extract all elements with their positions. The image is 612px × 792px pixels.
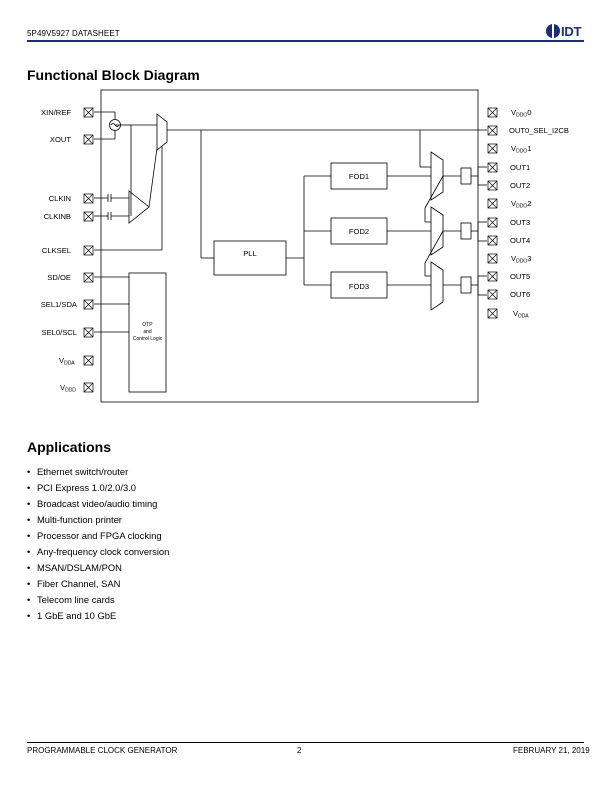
pin-vddo1 [487,143,498,154]
pin-label: OUT4 [510,236,530,245]
fod3-label: FOD3 [349,282,369,291]
pin-vddo0 [487,107,498,118]
document-id: 5P49V5927 DATASHEET [27,29,120,38]
diagram-title: Functional Block Diagram [27,67,200,83]
pin-label: VDDA [513,309,529,320]
output-divider-2 [460,222,472,240]
pin-label: VDDO3 [511,254,531,265]
pin-out5 [487,271,498,282]
output-mux-2-icon [430,206,444,256]
applications-list: Ethernet switch/router PCI Express 1.0/2… [27,464,169,624]
list-item: Fiber Channel, SAN [27,576,169,592]
pin-vdda-left [83,355,94,366]
otp-control-logic-block [128,272,167,393]
pin-label: SD/OE [47,273,71,282]
pin-label: VDDO1 [511,144,531,155]
pin-out3 [487,217,498,228]
pin-out0-sel-i2cb [487,125,498,136]
header-rule [27,40,584,42]
pin-out4 [487,235,498,246]
pin-sel0-scl [83,327,94,338]
pin-label: OUT1 [510,163,530,172]
output-mux-3-icon [430,261,444,311]
idt-logo-icon [546,24,560,38]
pin-label: OUT2 [510,181,530,190]
pin-label: XOUT [50,135,71,144]
pin-vddd [83,382,94,393]
applications-title: Applications [27,439,112,455]
otp-label: Control Logic [133,336,163,342]
pin-label: OUT6 [510,290,530,299]
list-item: Any-frequency clock conversion [27,544,169,560]
pin-label: CLKSEL [42,246,71,255]
list-item: PCI Express 1.0/2.0/3.0 [27,480,169,496]
pll-block [213,240,287,276]
pin-xout [83,134,94,145]
pin-out6 [487,289,498,300]
pin-vddo2 [487,198,498,209]
pin-label: OUT0_SEL_I2CB [509,126,569,135]
pll-label: PLL [243,249,257,258]
page-number: 2 [297,746,302,755]
pin-label: CLKIN [49,194,71,203]
list-item: Telecom line cards [27,592,169,608]
pin-out1 [487,162,498,173]
pin-clkinb [83,211,94,222]
pin-xin-ref [83,107,94,118]
logo-text: IDT [561,23,582,39]
pin-label: OUT3 [510,218,530,227]
list-item: Broadcast video/audio timing [27,496,169,512]
pin-sd-oe [83,272,94,283]
pin-label: CLKINB [44,212,71,221]
list-item: Processor and FPGA clocking [27,528,169,544]
pin-vdda-right [487,308,498,319]
output-divider-3 [460,276,472,294]
pin-clkin [83,193,94,204]
list-item: Ethernet switch/router [27,464,169,480]
pin-label: OUT5 [510,272,530,281]
pin-label: VDDA [59,356,75,367]
pin-label: VDDD [60,383,76,394]
clkin-buffer-icon [128,190,150,224]
pin-vddo3 [487,253,498,264]
pin-label: SEL0/SCL [42,328,77,337]
fod1-label: FOD1 [349,172,369,181]
fod2-label: FOD2 [349,227,369,236]
pin-clksel [83,245,94,256]
otp-label: and [143,329,152,335]
pin-label: SEL1/SDA [41,300,78,309]
output-divider-1 [460,167,472,185]
footer-rule [27,742,584,743]
pin-sel1-sda [83,299,94,310]
chip-outline [100,89,479,403]
list-item: 1 GbE and 10 GbE [27,608,169,624]
output-mux-1-icon [430,151,444,201]
otp-label: OTP [142,322,153,328]
pin-label: VDDO2 [511,199,531,210]
list-item: MSAN/DSLAM/PON [27,560,169,576]
pin-label: VDDO0 [511,108,531,119]
idt-logo: IDT [546,23,582,39]
list-item: Multi-function printer [27,512,169,528]
pin-label: XIN/REF [41,108,71,117]
footer-title: PROGRAMMABLE CLOCK GENERATOR [27,746,178,755]
input-mux-icon [156,113,168,151]
pin-out2 [487,180,498,191]
footer-date: FEBRUARY 21, 2019 [513,746,590,755]
